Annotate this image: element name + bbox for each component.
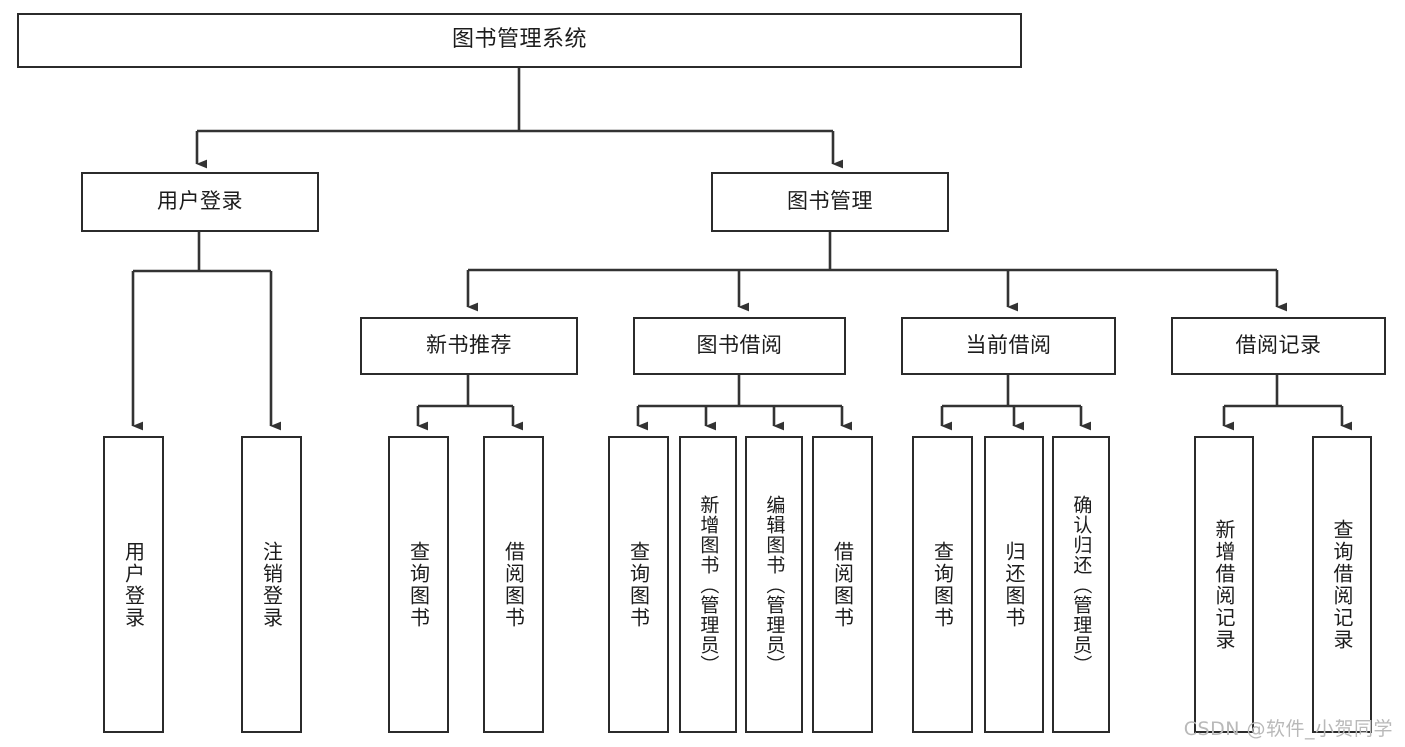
node-label: 图书管理系统	[451, 27, 587, 53]
leaf-book-borrow-add-book-admin[interactable]: 新增图书（管理员）	[679, 436, 737, 733]
leaf-book-borrow-borrow-books[interactable]: 借阅图书	[812, 436, 873, 733]
node-label: 注销登录	[259, 540, 284, 629]
leaf-user-login-login[interactable]: 用户登录	[103, 436, 164, 733]
leaf-new-book-query-books[interactable]: 查询图书	[388, 436, 449, 733]
node-label: 查询图书	[626, 540, 651, 629]
node-label: 归还图书	[1002, 540, 1026, 629]
leaf-borrow-records-query-record[interactable]: 查询借阅记录	[1312, 436, 1372, 733]
leaf-book-borrow-query-books[interactable]: 查询图书	[608, 436, 669, 733]
node-book-management[interactable]: 图书管理	[711, 172, 949, 232]
node-label: 编辑图书（管理员）	[763, 494, 786, 675]
node-label: 当前借阅	[965, 333, 1052, 358]
node-user-login[interactable]: 用户登录	[81, 172, 319, 232]
leaf-current-borrow-confirm-return-admin[interactable]: 确认归还（管理员）	[1052, 436, 1110, 733]
node-root-book-management-system[interactable]: 图书管理系统	[17, 13, 1022, 68]
node-label: 新增借阅记录	[1212, 518, 1236, 651]
node-new-book-recommendation[interactable]: 新书推荐	[360, 317, 578, 375]
leaf-user-login-logout[interactable]: 注销登录	[241, 436, 302, 733]
node-book-borrowing[interactable]: 图书借阅	[633, 317, 846, 375]
leaf-current-borrow-return-books[interactable]: 归还图书	[984, 436, 1044, 733]
node-label: 新增图书（管理员）	[697, 494, 720, 675]
node-label: 确认归还（管理员）	[1070, 494, 1093, 675]
watermark-text: CSDN @软件_小贺同学	[1183, 718, 1393, 740]
node-borrowing-records[interactable]: 借阅记录	[1171, 317, 1386, 375]
node-label: 图书管理	[787, 189, 873, 214]
node-label: 图书借阅	[696, 333, 783, 358]
node-label: 用户登录	[157, 189, 243, 214]
node-label: 借阅图书	[501, 540, 526, 629]
node-label: 借阅记录	[1235, 333, 1322, 358]
node-current-borrowing[interactable]: 当前借阅	[901, 317, 1116, 375]
node-label: 查询图书	[406, 540, 431, 629]
node-label: 用户登录	[121, 540, 146, 629]
node-label: 借阅图书	[830, 540, 855, 629]
node-label: 新书推荐	[426, 333, 512, 358]
leaf-current-borrow-query-books[interactable]: 查询图书	[912, 436, 973, 733]
leaf-borrow-records-add-record[interactable]: 新增借阅记录	[1194, 436, 1254, 733]
node-label: 查询图书	[930, 540, 955, 629]
leaf-book-borrow-edit-book-admin[interactable]: 编辑图书（管理员）	[745, 436, 803, 733]
leaf-new-book-borrow-books[interactable]: 借阅图书	[483, 436, 544, 733]
node-label: 查询借阅记录	[1330, 518, 1354, 651]
